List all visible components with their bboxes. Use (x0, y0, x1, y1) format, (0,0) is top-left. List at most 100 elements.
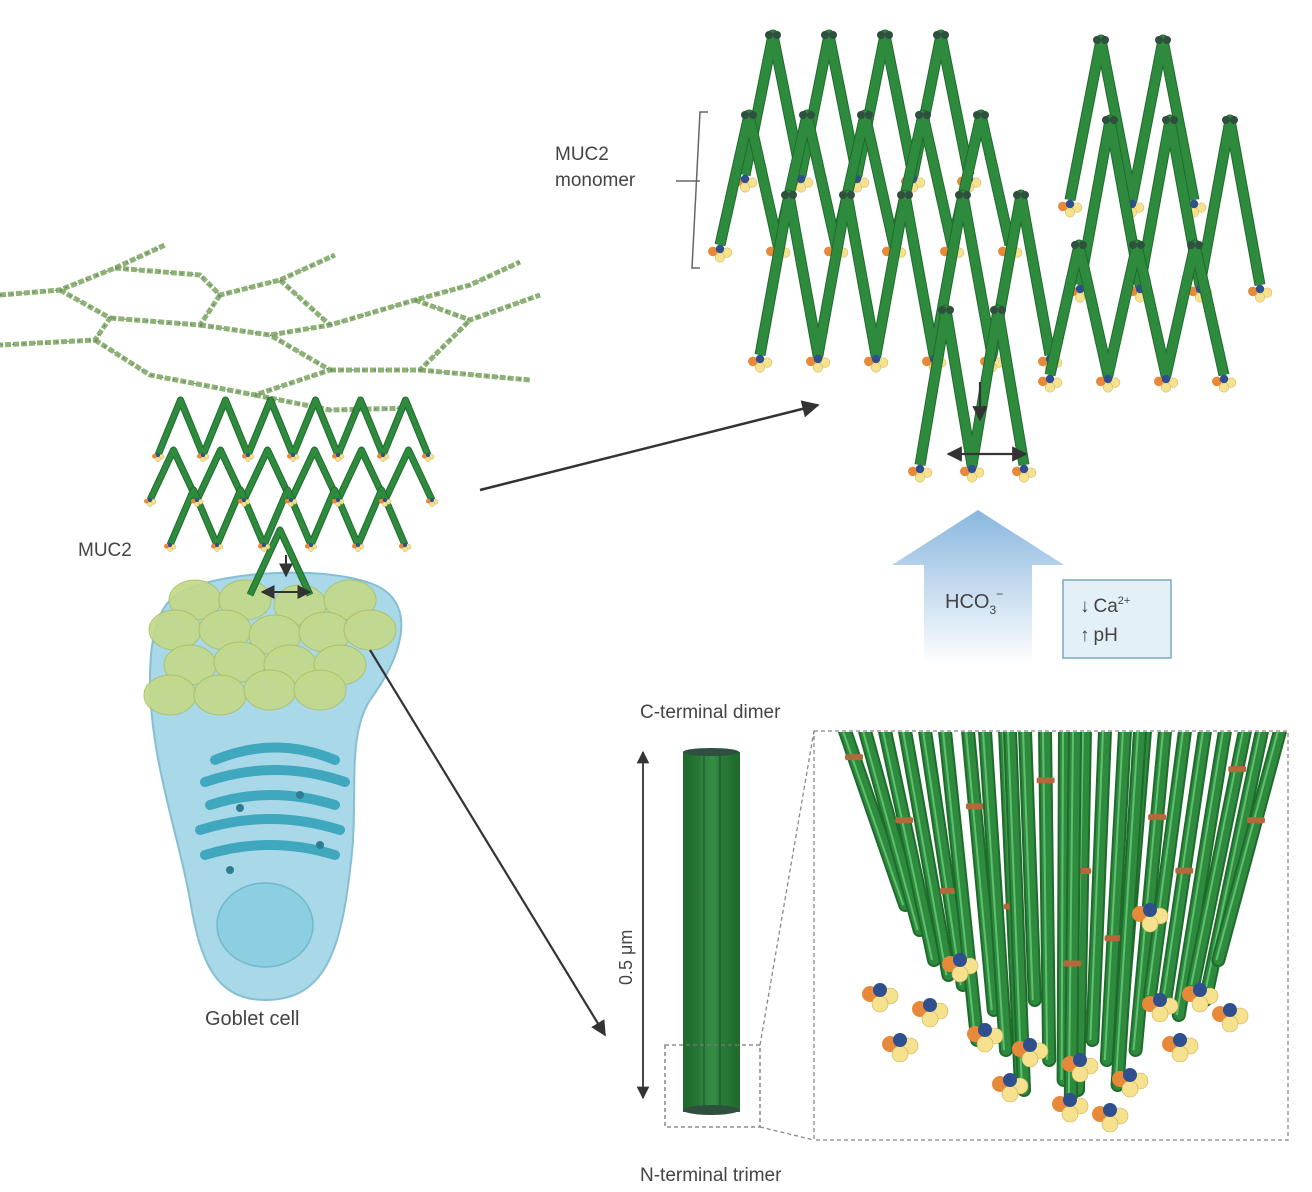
network-fiber (330, 318, 472, 373)
bundle-rod (860, 732, 925, 935)
disulfide-bond (1104, 935, 1123, 942)
calcium-label: ↓Ca2+ (1080, 595, 1130, 617)
terminal-bead (155, 452, 161, 458)
muc2-label: MUC2 (78, 540, 132, 561)
c-terminal-cap (955, 191, 963, 199)
c-terminal-cap (821, 31, 829, 39)
bundle-rod (900, 732, 954, 980)
muc2-strands-small (144, 396, 439, 597)
disulfide-bond (1036, 777, 1055, 784)
muc2-monomer-label: MUC2 (555, 144, 609, 165)
bundle-rod (1145, 732, 1190, 1000)
disulfide-bond (1148, 814, 1167, 821)
terminal-bead (261, 542, 267, 548)
muc2-monomer-strand (1075, 115, 1265, 290)
granule (143, 674, 197, 716)
terminal-bead (1255, 284, 1265, 294)
monomer-expansion-arrows (946, 382, 1028, 462)
bundle-rod (1087, 732, 1110, 1045)
monomer-bracket (691, 111, 708, 269)
c-terminal-cap (765, 31, 773, 39)
c-terminal-cap (1222, 116, 1230, 124)
c-terminal-cap (1093, 36, 1101, 44)
goblet-cell-label: Goblet cell (205, 1008, 300, 1030)
disulfide-bond (845, 754, 864, 761)
secretory-granules (143, 579, 397, 716)
terminal-bead (167, 542, 173, 548)
c-terminal-cap (938, 306, 946, 314)
terminal-bead (813, 354, 823, 364)
terminal-bead (214, 542, 220, 548)
terminal-bead (308, 542, 314, 548)
bundle-rod (1173, 732, 1230, 1020)
arrow-to-rod (369, 649, 606, 1037)
bundle-rod (880, 732, 939, 965)
c-terminal-cap (990, 306, 998, 314)
terminal-bead (740, 174, 750, 184)
bundle-rod (920, 732, 968, 990)
c-terminal-cap (741, 111, 749, 119)
nucleus (216, 882, 314, 968)
c-terminal-cap (933, 31, 941, 39)
muc2-monomer-label-line2: monomer (555, 170, 636, 191)
network-fiber (109, 293, 223, 328)
ph-label: ↑pH (1080, 625, 1118, 646)
ion-conditions-box (1062, 579, 1172, 659)
disulfide-bond (1175, 867, 1194, 874)
bundle-rod (1040, 732, 1055, 1065)
granule (243, 669, 297, 711)
bundle-rod (1058, 732, 1070, 1085)
disulfide-bond (939, 888, 958, 895)
granule (193, 674, 247, 716)
granule (343, 609, 397, 651)
bundle-rod (1101, 732, 1130, 1065)
terminal-bead (1161, 374, 1171, 384)
terminal-bead (245, 452, 251, 458)
bundle-rod (1188, 732, 1250, 990)
n-terminal-label: N-terminal trimer (640, 1165, 782, 1186)
goblet-cell-icon (143, 571, 403, 1002)
terminal-bead (1019, 464, 1029, 474)
bundle-rod (980, 732, 1011, 1055)
small-expansion-arrows (260, 555, 312, 599)
scale-label: 0.5 μm (616, 930, 636, 985)
terminal-bead (402, 542, 408, 548)
terminal-bead (1065, 199, 1075, 209)
disulfide-bond (895, 817, 914, 824)
network-fiber (0, 287, 114, 348)
bundle-rod (940, 732, 983, 1045)
golgi-apparatus (195, 742, 350, 874)
zoom-box-small (664, 1044, 761, 1128)
terminal-bead (241, 497, 247, 503)
terminal-bead (335, 452, 341, 458)
disulfide-bond (1063, 960, 1082, 967)
c-terminal-cap (839, 191, 847, 199)
c-terminal-cap (1155, 36, 1163, 44)
c-terminal-cap (915, 111, 923, 119)
network-fiber (114, 252, 337, 298)
c-terminal-cap (973, 111, 981, 119)
terminal-bead (380, 452, 386, 458)
terminal-bead (425, 452, 431, 458)
terminal-bead (871, 354, 881, 364)
zoomed-polymer-bundle (838, 732, 1287, 1133)
hco3-label: HCO3− (945, 587, 1003, 617)
muc2-strand (167, 487, 408, 548)
disulfide-bond (965, 803, 984, 810)
bundle-rod (963, 732, 999, 1015)
zoom-box-large (813, 730, 1289, 1141)
c-terminal-label: C-terminal dimer (640, 702, 781, 723)
c-terminal-cap (897, 191, 905, 199)
c-terminal-cap (877, 31, 885, 39)
terminal-bead (755, 354, 765, 364)
terminal-bead (1189, 199, 1199, 209)
disulfide-bond (1228, 766, 1247, 773)
arrow-to-monomer (479, 400, 820, 492)
terminal-bead (796, 174, 806, 184)
terminal-bead (1219, 374, 1229, 384)
terminal-bead (1075, 284, 1085, 294)
up-arrow-icon (892, 510, 1064, 665)
muc2-monomer-strand (1045, 240, 1229, 380)
terminal-bead (915, 464, 925, 474)
